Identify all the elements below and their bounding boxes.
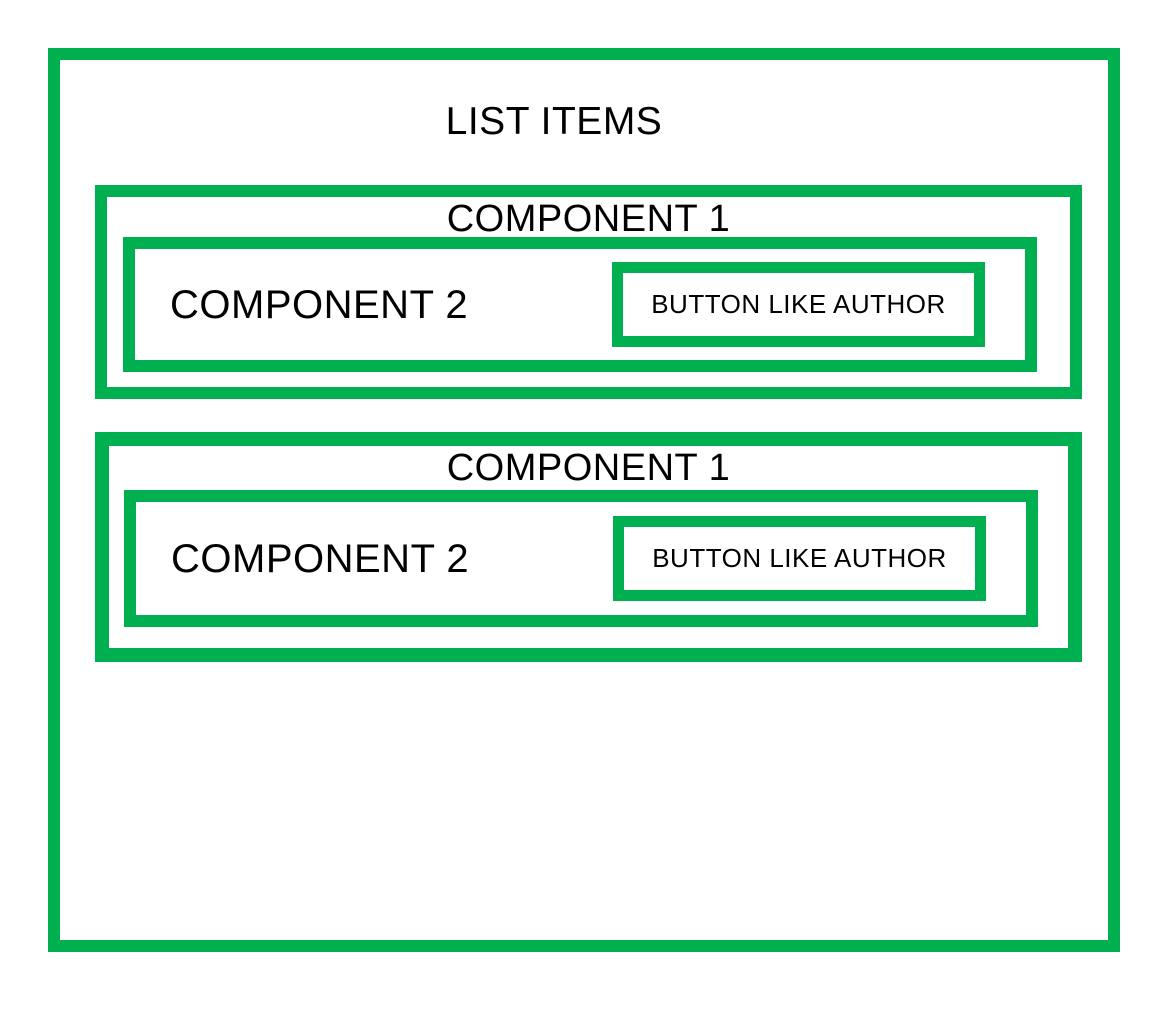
component2-label: COMPONENT 2 xyxy=(170,282,469,327)
list-item: COMPONENT 1 COMPONENT 2 BUTTON LIKE AUTH… xyxy=(95,185,1082,399)
list-title: LIST ITEMS xyxy=(445,100,663,143)
component1-label: COMPONENT 1 xyxy=(446,447,731,489)
list-item: COMPONENT 1 COMPONENT 2 BUTTON LIKE AUTH… xyxy=(95,432,1082,662)
component2-label: COMPONENT 2 xyxy=(171,536,470,581)
component2-row: COMPONENT 2 BUTTON LIKE AUTHOR xyxy=(124,490,1038,627)
list-items-panel: LIST ITEMS COMPONENT 1 COMPONENT 2 BUTTO… xyxy=(48,48,1120,952)
author-button[interactable]: BUTTON LIKE AUTHOR xyxy=(613,516,986,601)
author-button[interactable]: BUTTON LIKE AUTHOR xyxy=(612,262,985,347)
component1-label: COMPONENT 1 xyxy=(446,198,731,240)
component2-row: COMPONENT 2 BUTTON LIKE AUTHOR xyxy=(123,237,1037,372)
